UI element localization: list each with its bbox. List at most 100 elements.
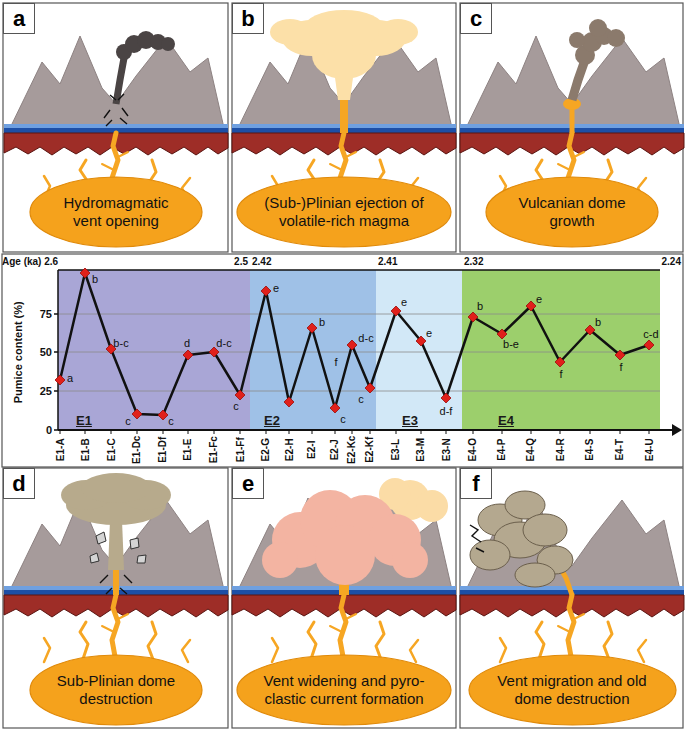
data-point <box>307 323 317 333</box>
scene-f <box>460 498 684 662</box>
vulcanian-column <box>589 19 607 37</box>
data-point <box>132 409 142 419</box>
panel-letter: f <box>472 473 479 495</box>
sample-label: E1-E <box>182 439 194 461</box>
epoch-band: E1 <box>58 270 250 430</box>
sample-label: E1-A <box>54 439 66 462</box>
gridlines <box>58 391 660 392</box>
gridlines <box>58 314 660 315</box>
sample-label: E2-H <box>283 439 295 462</box>
pumice-line <box>60 273 649 415</box>
axes <box>54 270 674 434</box>
ellipse-fill <box>30 655 202 725</box>
point-label: c <box>340 413 346 426</box>
panel-letter-box: e <box>232 468 264 499</box>
point-label: d-f <box>440 405 453 418</box>
data-point <box>55 375 65 385</box>
axis-title: Pumice content (%) <box>12 301 25 403</box>
data-point <box>391 306 401 316</box>
epoch-label: E3 <box>402 414 418 427</box>
point-label: c <box>125 415 131 428</box>
tick-label: 50 <box>40 346 52 359</box>
pyroclastic-current <box>262 490 428 585</box>
sample-label: E2-I <box>306 441 318 459</box>
age-label: 2.41 <box>378 256 397 268</box>
debris-avalanche <box>523 514 567 546</box>
vulcanian-column <box>569 32 585 48</box>
data-point <box>158 410 168 420</box>
sample-label: E4-P <box>496 439 508 461</box>
sample-label: E2-Kf <box>364 437 376 463</box>
vulcanian-column <box>572 60 585 100</box>
pyroclastic-current <box>315 525 375 585</box>
point-label: b-e <box>503 338 519 351</box>
data-point <box>80 268 90 278</box>
plinian-plume <box>270 19 310 45</box>
panel-letter-box: a <box>3 3 35 34</box>
process-ellipse: Sub-Plinian dome destruction <box>29 654 203 726</box>
age-label: Age (ka) 2.6 <box>2 256 58 268</box>
data-point <box>347 340 357 350</box>
point-label: c <box>168 415 174 428</box>
plinian-plume <box>270 10 418 133</box>
data-point <box>183 350 193 360</box>
debris-avalanche <box>470 491 573 587</box>
hydromagmatic-plume <box>104 31 175 126</box>
data-point <box>284 397 294 407</box>
data-point <box>555 357 565 367</box>
vulcanian-column <box>607 29 625 47</box>
sample-label: E1-Dc <box>131 436 143 464</box>
pyroclastic-current <box>262 542 298 578</box>
process-ellipse: (Sub-)Plinian ejection of volatile-rich … <box>236 176 452 248</box>
ellipse-fill <box>30 177 202 247</box>
sample-label: E1-B <box>79 439 91 462</box>
point-label: d <box>184 337 190 350</box>
debris-avalanche <box>470 540 510 570</box>
data-point <box>441 393 451 403</box>
sub-plinian-cloud <box>137 555 146 563</box>
process-text: Vent widening and pyro- clastic current … <box>258 672 430 708</box>
point-label: d-c <box>216 337 231 350</box>
ellipse-fill <box>469 655 676 725</box>
sample-label: E4-R <box>554 439 566 462</box>
sample-label: E2-Kc <box>346 436 358 464</box>
process-ellipse: Vent widening and pyro- clastic current … <box>236 654 452 726</box>
sub-plinian-cloud <box>90 532 146 563</box>
epoch-label: E1 <box>76 414 92 427</box>
ellipse-fill <box>486 177 658 247</box>
panel-letter-box: c <box>460 3 492 34</box>
point-label: b <box>477 300 483 313</box>
sample-label: E1-Df <box>157 437 169 463</box>
epoch-band: E4 <box>462 270 660 430</box>
panel-letter: a <box>13 8 25 30</box>
hydromagmatic-plume <box>104 94 128 126</box>
point-label: f <box>559 368 562 381</box>
panel-letter-box: f <box>460 468 492 499</box>
sub-plinian-cloud <box>96 532 106 544</box>
scene-a <box>4 36 228 200</box>
age-label: 2.42 <box>252 256 271 268</box>
sample-label: E3-M <box>415 438 427 462</box>
point-label: b <box>595 316 601 329</box>
axes <box>57 270 59 430</box>
sample-label: E4-T <box>614 439 626 461</box>
axes <box>54 313 58 315</box>
point-label: e <box>426 327 432 340</box>
point-label: e <box>536 293 542 306</box>
age-label: 2.24 <box>662 256 681 268</box>
sample-label: E4-Q <box>525 438 537 461</box>
data-point <box>365 383 375 393</box>
process-text: (Sub-)Plinian ejection of volatile-rich … <box>258 194 430 230</box>
sub-plinian-cloud <box>81 473 151 503</box>
ellipse-fill <box>237 655 451 725</box>
point-label: c <box>358 393 364 406</box>
epoch-label: E4 <box>498 414 514 427</box>
panel-frames <box>460 468 683 728</box>
data-point <box>416 336 426 346</box>
data-point <box>585 325 595 335</box>
point-label: b <box>319 316 325 329</box>
panel-frames <box>2 254 683 467</box>
axes <box>58 269 660 271</box>
age-label: 2.5 <box>234 256 248 268</box>
